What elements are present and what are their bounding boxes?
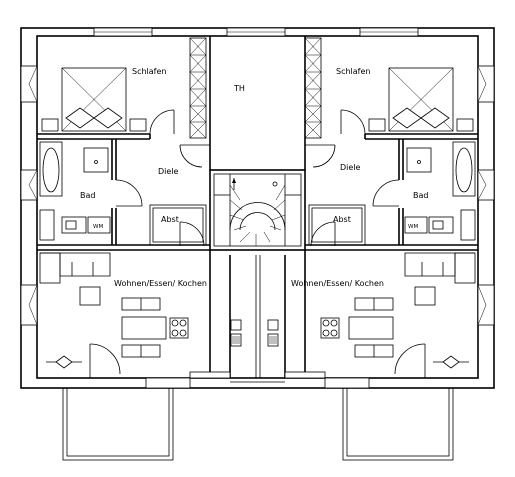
stair-core xyxy=(209,169,306,251)
label-washer-left: WM xyxy=(93,224,103,230)
balconies xyxy=(62,371,454,461)
door-arcs xyxy=(89,109,426,378)
storage-rooms xyxy=(149,204,366,246)
label-bath-left: Bad xyxy=(80,191,95,200)
bed-left xyxy=(41,67,147,132)
windows-top xyxy=(93,27,419,37)
living-right xyxy=(320,252,476,369)
label-storage-right: Abst xyxy=(333,215,351,224)
label-bedroom-left: Schlafen xyxy=(132,67,166,76)
shaft-left xyxy=(189,37,207,139)
corridor-shafts xyxy=(230,319,279,347)
shaft-right xyxy=(304,37,322,139)
exterior-walls xyxy=(20,27,495,389)
label-washer-right: WM xyxy=(408,224,418,230)
label-stair-hall: TH xyxy=(233,84,245,93)
label-storage-left: Abst xyxy=(161,215,179,224)
label-bedroom-right: Schlafen xyxy=(336,67,370,76)
interior-walls xyxy=(37,36,478,378)
label-hall-right: Diele xyxy=(340,163,361,172)
bed-right xyxy=(368,67,474,132)
label-living-left: Wohnen/Essen/ Kochen xyxy=(114,279,207,288)
bath-left xyxy=(39,141,111,241)
label-bath-right: Bad xyxy=(413,191,428,200)
label-hall-left: Diele xyxy=(158,167,179,176)
windows-side xyxy=(20,65,495,326)
living-left xyxy=(39,252,189,369)
bath-right xyxy=(404,141,476,241)
label-living-right: Wohnen/Essen/ Kochen xyxy=(291,279,384,288)
